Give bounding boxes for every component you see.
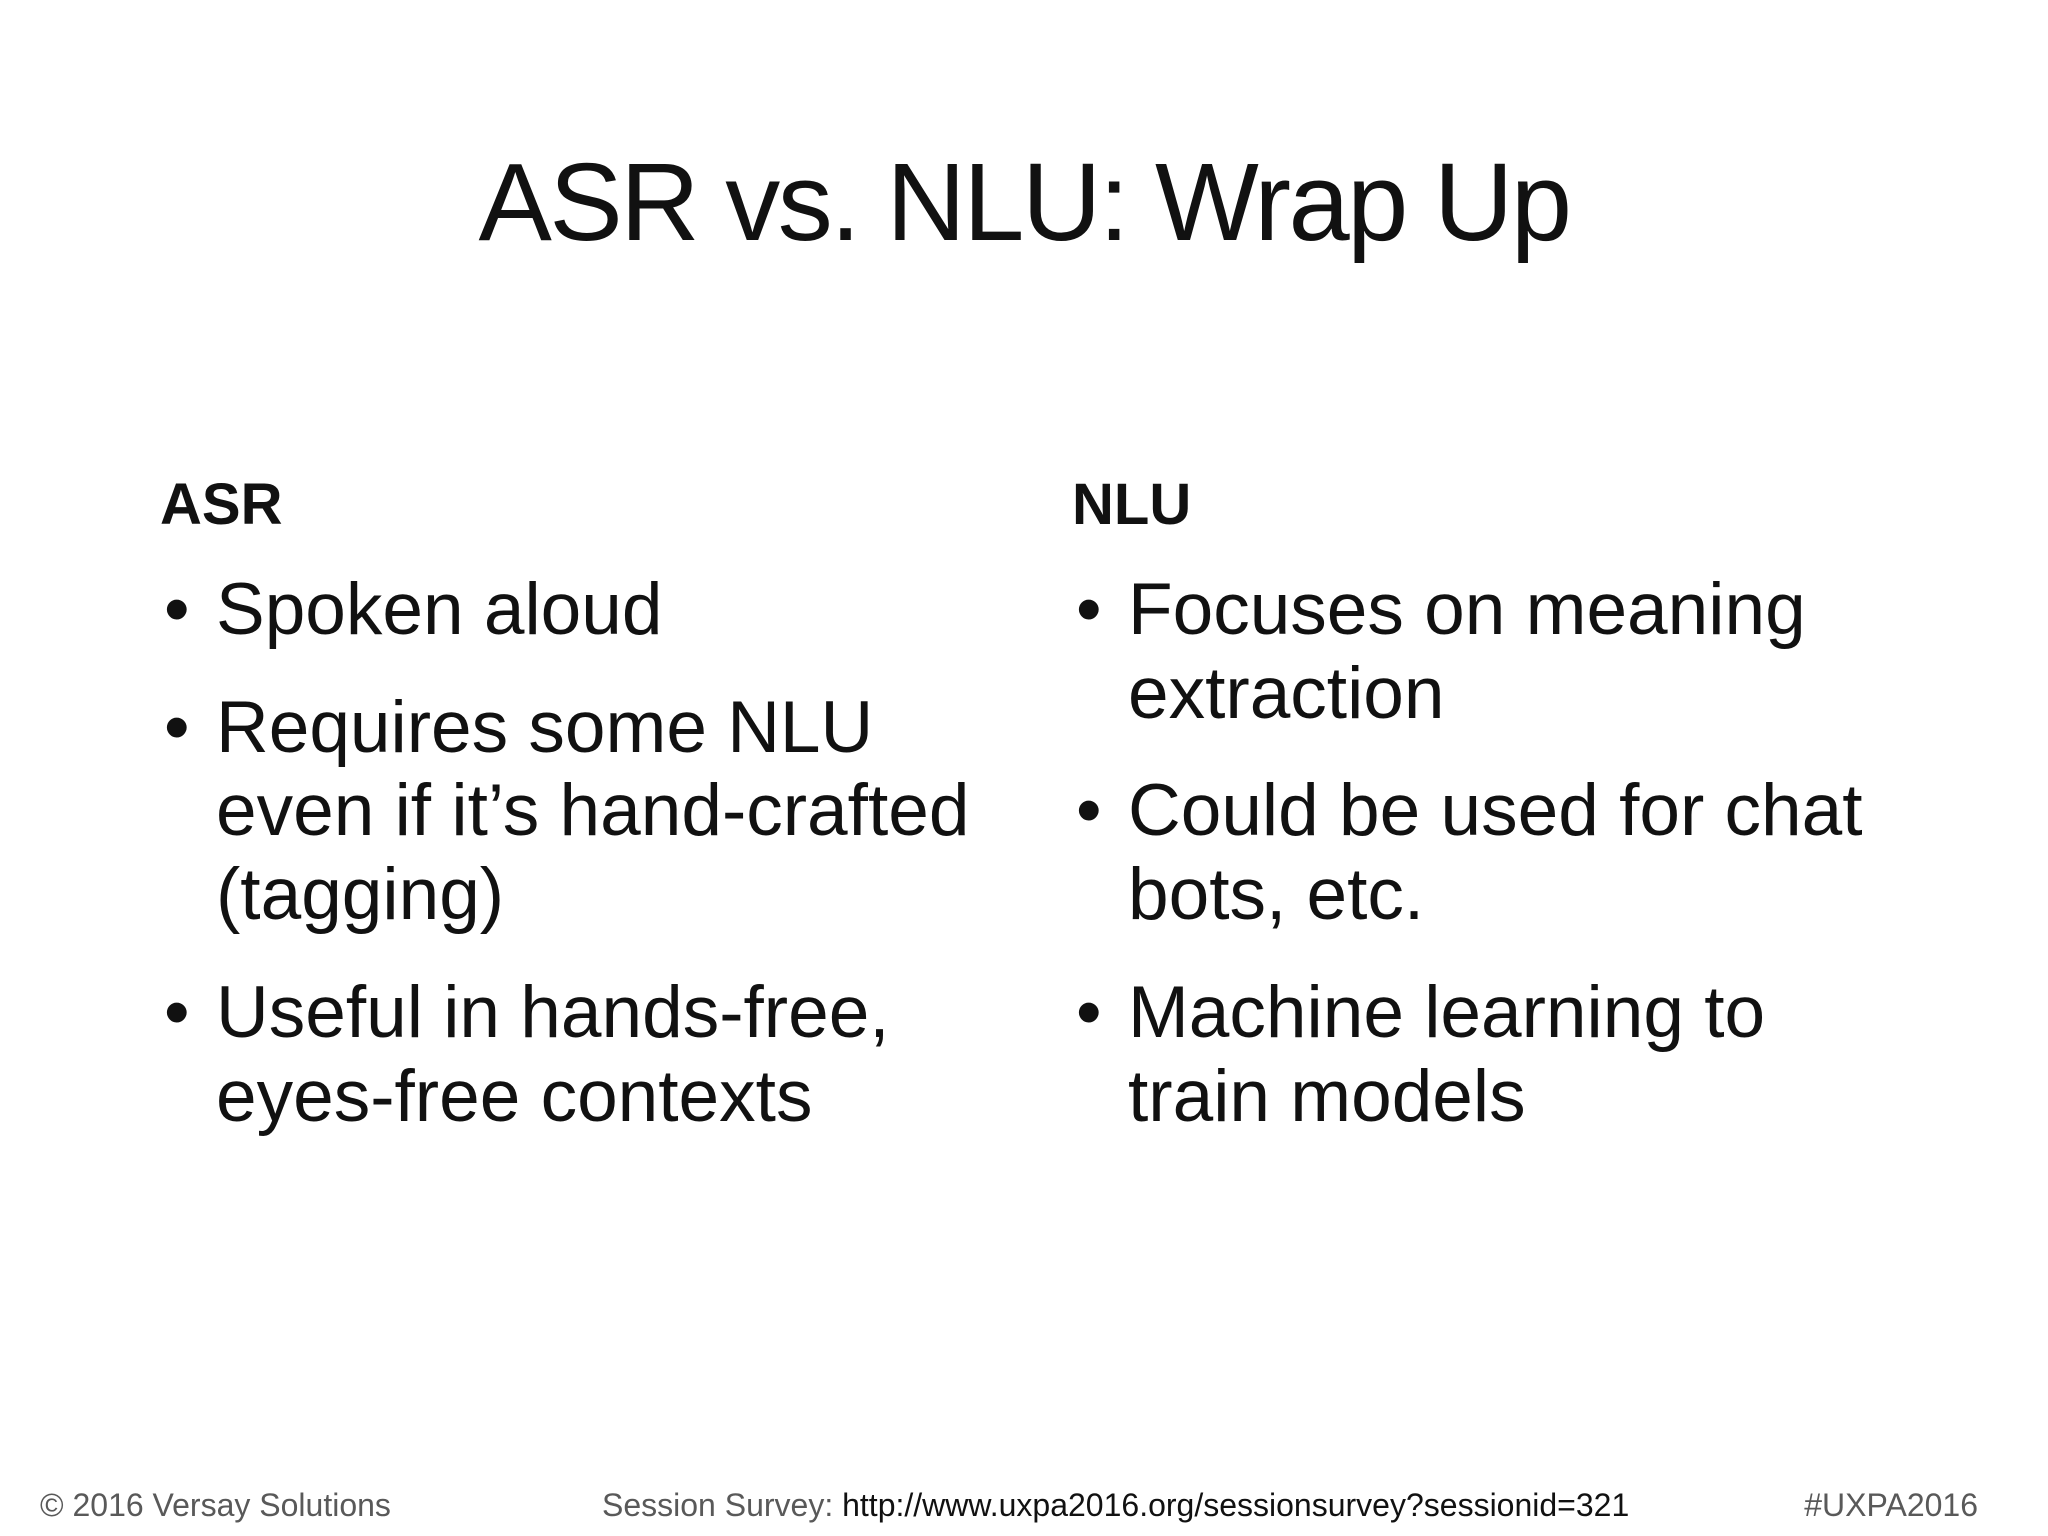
bullet-icon: •: [164, 686, 190, 768]
bullet-item: • Focuses on meaning extraction: [1072, 568, 1952, 736]
column-asr: ASR • Spoken aloud • Requires some NLU e…: [160, 470, 1040, 1173]
bullet-text: Machine learning to train models: [1128, 972, 1766, 1138]
bullet-text: Requires some NLU even if it’s hand-craf…: [216, 686, 970, 936]
column-nlu: NLU • Focuses on meaning extraction • Co…: [1072, 470, 1952, 1173]
bullet-text: Could be used for chat bots, etc.: [1128, 770, 1863, 936]
bullet-icon: •: [164, 568, 190, 650]
footer-hashtag: #UXPA2016: [1804, 1487, 1978, 1523]
bullet-icon: •: [164, 972, 190, 1054]
bullet-item: • Could be used for chat bots, etc.: [1072, 769, 1952, 937]
bullet-icon: •: [1076, 568, 1102, 650]
bullet-item: • Requires some NLU even if it’s hand-cr…: [160, 686, 1040, 938]
column-header-nlu: NLU: [1072, 472, 1192, 537]
footer-copyright: © 2016 Versay Solutions: [40, 1487, 391, 1523]
column-header-asr: ASR: [160, 472, 283, 537]
bullet-item: • Machine learning to train models: [1072, 971, 1952, 1139]
bullet-item: • Spoken aloud: [160, 568, 1040, 652]
session-survey-label: Session Survey:: [602, 1487, 843, 1523]
bullet-text: Spoken aloud: [216, 568, 663, 650]
bullet-text: Focuses on meaning extraction: [1128, 568, 1806, 734]
bullet-item: • Useful in hands-free, eyes-free contex…: [160, 971, 1040, 1139]
bullet-icon: •: [1076, 972, 1102, 1054]
bullet-icon: •: [1076, 770, 1102, 852]
session-survey-url: http://www.uxpa2016.org/sessionsurvey?se…: [842, 1487, 1630, 1523]
bullet-text: Useful in hands-free, eyes-free contexts: [216, 972, 890, 1138]
footer-session-survey: Session Survey: http://www.uxpa2016.org/…: [602, 1486, 1629, 1524]
slide-title: ASR vs. NLU: Wrap Up: [478, 141, 1572, 264]
